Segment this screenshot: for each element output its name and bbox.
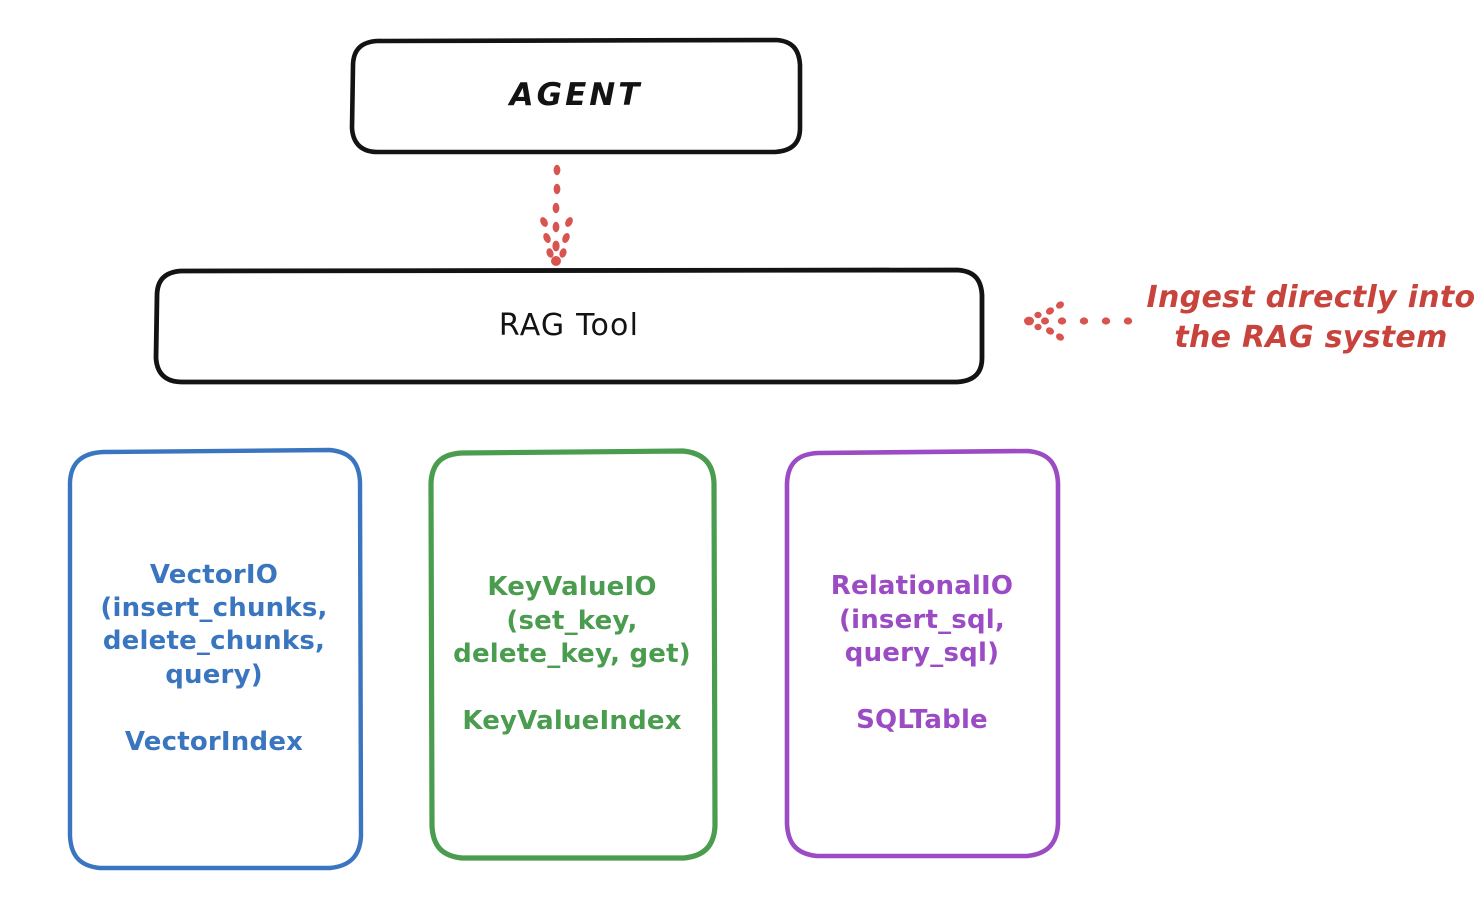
relational-io-box[interactable]	[784, 448, 1061, 859]
rag-tool-box[interactable]	[153, 267, 985, 385]
agent-to-rag-connector	[540, 164, 573, 266]
key-value-io-box[interactable]	[428, 448, 718, 861]
agent-box[interactable]	[349, 37, 803, 155]
note-to-rag-connector	[1024, 301, 1133, 341]
ingest-note-annotation: Ingest directly into the RAG system	[1146, 280, 1476, 355]
vector-io-box[interactable]	[67, 447, 364, 871]
